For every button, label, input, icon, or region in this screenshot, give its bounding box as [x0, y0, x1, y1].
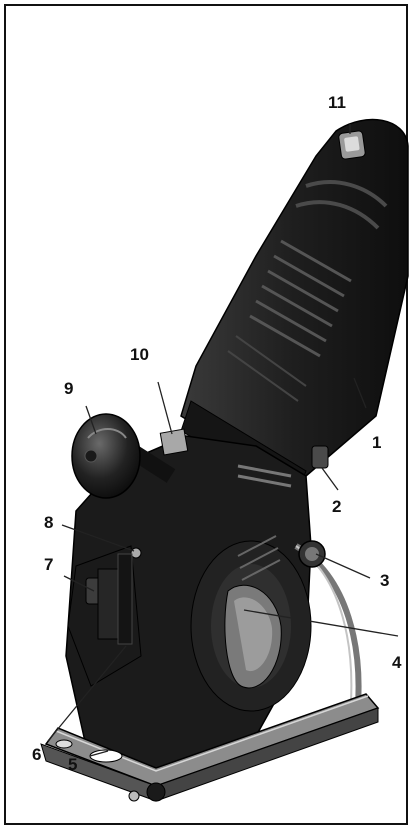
callout-5: 5	[68, 755, 78, 774]
auxiliary-knob	[71, 413, 176, 499]
leader-3	[315, 553, 371, 579]
saw-body	[65, 435, 312, 777]
leader-2	[321, 467, 339, 491]
leader-4	[243, 609, 399, 637]
figure-frame: 11 10 9 1 2 8 7 3 4 6 5	[4, 4, 409, 825]
callout-10: 10	[130, 345, 149, 364]
callout-3: 3	[380, 571, 390, 590]
base-plate	[40, 693, 380, 802]
leader-8	[61, 524, 135, 552]
laser-switch	[159, 428, 189, 456]
callout-7: 7	[44, 555, 54, 574]
circular-saw-illustration	[40, 118, 409, 802]
callout-8: 8	[44, 513, 54, 532]
callout-9: 9	[64, 379, 74, 398]
lock-off-button	[338, 130, 366, 160]
callout-1: 1	[372, 433, 382, 452]
depth-adjust-knob	[298, 540, 326, 568]
leader-5	[89, 750, 109, 757]
callout-4: 4	[392, 653, 402, 672]
leader-1	[353, 377, 367, 409]
leader-7	[63, 575, 95, 592]
callout-11: 11	[328, 93, 346, 112]
leader-9	[85, 405, 97, 435]
leader-10	[157, 381, 173, 435]
spindle-lock	[311, 445, 329, 469]
leader-6	[47, 645, 127, 742]
callout-6: 6	[32, 745, 42, 764]
callout-2: 2	[332, 497, 342, 516]
bevel-lever	[117, 547, 142, 645]
leader-lines	[47, 124, 399, 757]
